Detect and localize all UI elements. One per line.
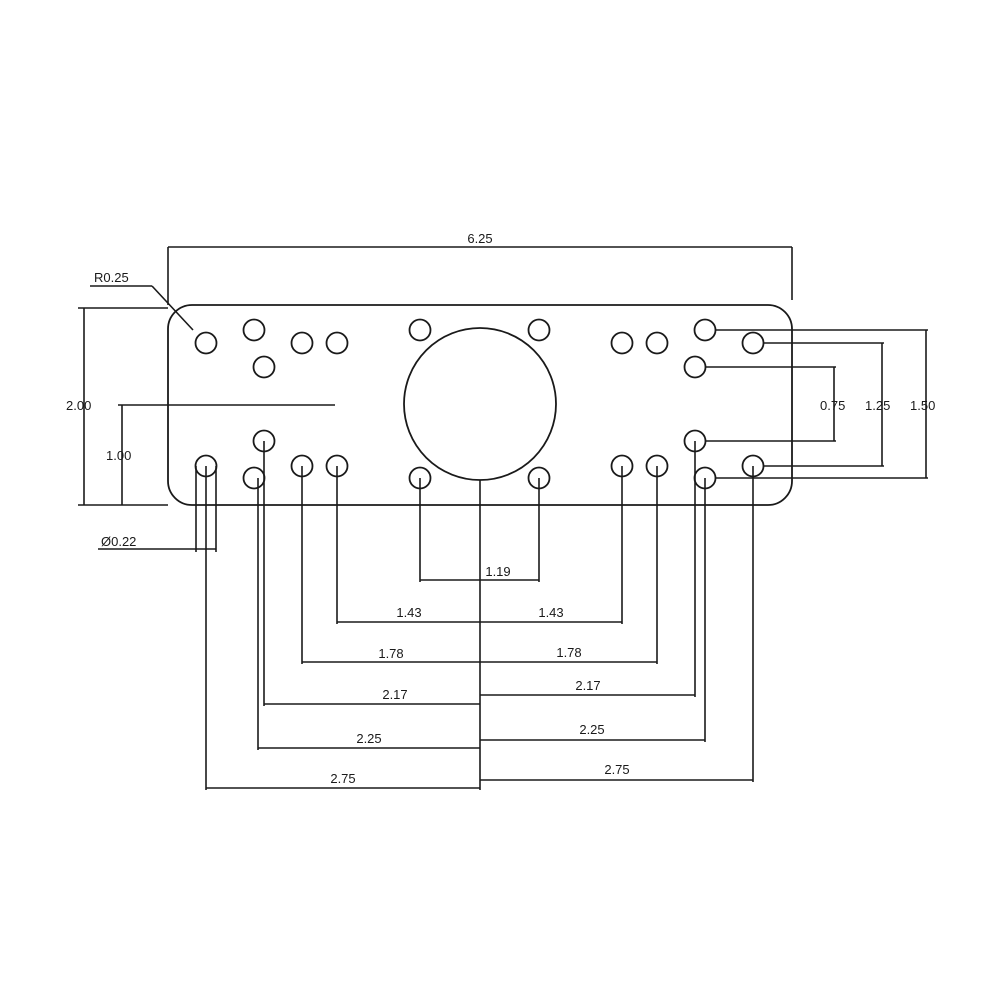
- dim-1-50: 1.50: [910, 398, 935, 413]
- dim-left-1-78: 1.78: [378, 646, 403, 661]
- hole: [645, 331, 669, 355]
- hole: [527, 318, 551, 342]
- dim-left-2-17: 2.17: [382, 687, 407, 702]
- dim-1-19: 1.19: [485, 564, 510, 579]
- dim-0-75: 0.75: [820, 398, 845, 413]
- center-bore: [403, 327, 557, 481]
- hole: [683, 355, 707, 379]
- hole: [408, 318, 432, 342]
- hole: [610, 331, 634, 355]
- hole: [242, 318, 266, 342]
- dim-centerline-height: 1.00: [106, 448, 131, 463]
- dim-right-2-25: 2.25: [579, 722, 604, 737]
- dim-overall-width: 6.25: [467, 231, 492, 246]
- hole: [693, 318, 717, 342]
- dim-corner-radius: R0.25: [94, 270, 129, 285]
- hole: [194, 331, 218, 355]
- dimension-labels: 6.25 R0.25 2.00 1.00 Ø0.22 0.75 1.25 1.5…: [66, 231, 935, 786]
- hole: [252, 355, 276, 379]
- hole: [290, 331, 314, 355]
- dimension-lines: [78, 246, 928, 790]
- hole: [325, 331, 349, 355]
- hole: [741, 331, 765, 355]
- dim-hole-diameter: Ø0.22: [101, 534, 136, 549]
- dim-right-2-17: 2.17: [575, 678, 600, 693]
- dim-1-25: 1.25: [865, 398, 890, 413]
- dim-overall-height: 2.00: [66, 398, 91, 413]
- dim-left-2-25: 2.25: [356, 731, 381, 746]
- dim-right-1-43: 1.43: [538, 605, 563, 620]
- hole: [242, 466, 266, 490]
- dim-left-2-75: 2.75: [330, 771, 355, 786]
- dim-left-1-43: 1.43: [396, 605, 421, 620]
- dim-right-1-78: 1.78: [556, 645, 581, 660]
- mounting-holes: [194, 318, 765, 490]
- dim-right-2-75: 2.75: [604, 762, 629, 777]
